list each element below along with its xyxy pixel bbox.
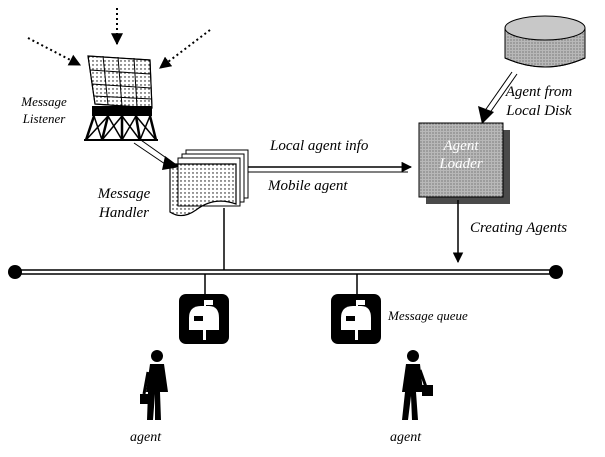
mobile-agent-label: Mobile agent <box>268 178 348 194</box>
antenna-tower-icon <box>84 55 158 141</box>
mailbox-icon <box>331 294 381 344</box>
local-agent-info-label: Local agent info <box>270 138 369 154</box>
person-with-briefcase-icon <box>140 350 168 420</box>
agent-label-left: agent <box>130 430 162 445</box>
agent-loader-line1: Agent <box>443 138 479 154</box>
agent-from-line2: Local Disk <box>506 103 572 119</box>
message-handler-line1: Message <box>97 186 151 202</box>
message-listener-line1: Message <box>21 94 67 109</box>
creating-agents-label: Creating Agents <box>470 220 568 236</box>
agent-loader-box <box>418 122 510 204</box>
agent-loader-line2: Loader <box>439 156 483 172</box>
handler-to-loader-arrows <box>248 161 413 173</box>
disk-to-loader-arrow <box>478 71 518 124</box>
agent-label-right: agent <box>390 430 422 445</box>
message-bus <box>8 265 563 279</box>
message-listener-label: Message Listener <box>12 92 76 129</box>
person-with-briefcase-icon <box>402 350 433 420</box>
message-queue-label: Message queue <box>388 308 468 323</box>
message-handler-label: Message Handler <box>84 184 164 223</box>
agent-from-disk-label: Agent from Local Disk <box>490 82 588 121</box>
disk-cylinder-icon <box>504 15 586 68</box>
message-listener-line2: Listener <box>22 111 66 126</box>
mailbox-icon <box>179 294 229 344</box>
incoming-message-arrows <box>27 8 211 69</box>
document-stack-icon <box>169 149 249 217</box>
agent-from-line1: Agent from <box>505 84 573 100</box>
agent-loader-label: Agent Loader <box>419 136 503 174</box>
message-handler-line2: Handler <box>99 205 149 221</box>
